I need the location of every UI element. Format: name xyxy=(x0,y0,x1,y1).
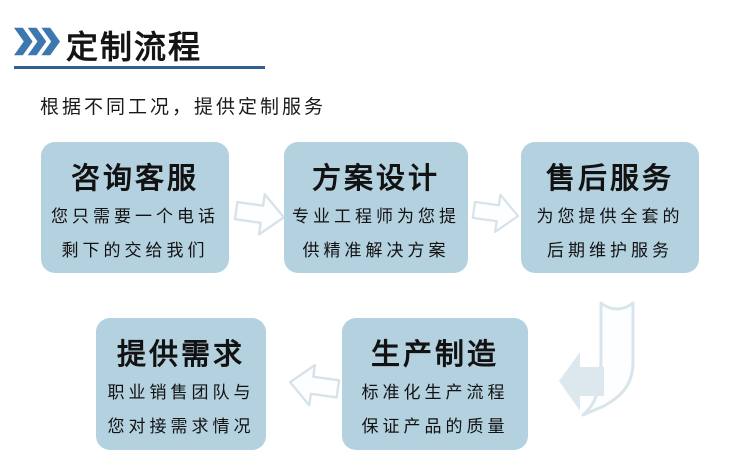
title-underline xyxy=(14,66,265,69)
flow-step-desc-line1: 职业销售团队与 xyxy=(107,383,255,403)
bent-arrow-down-left-icon xyxy=(559,301,635,417)
flow-step-desc-line2: 后期维护服务 xyxy=(547,241,673,261)
arrow-right-icon xyxy=(471,193,520,233)
flow-step-title: 售后服务 xyxy=(545,163,674,195)
flow-step-title: 咨询客服 xyxy=(70,163,199,195)
flow-step-aftersales: 售后服务 为您提供全套的 后期维护服务 xyxy=(521,142,699,273)
flow-step-desc-line1: 您只需要一个电话 xyxy=(51,207,219,227)
flow-step-desc-line2: 您对接需求情况 xyxy=(107,417,255,437)
flow-step-manufacturing: 生产制造 标准化生产流程 保证产品的质量 xyxy=(342,318,528,450)
flow-step-title: 生产制造 xyxy=(370,339,499,371)
flow-step-desc-line1: 为您提供全套的 xyxy=(536,207,684,227)
flow-step-design: 方案设计 专业工程师为您提 供精准解决方案 xyxy=(284,142,468,273)
flow-step-desc-line1: 专业工程师为您提 xyxy=(292,207,460,227)
flow-step-title: 提供需求 xyxy=(116,339,245,371)
flow-step-desc-line2: 剩下的交给我们 xyxy=(61,241,209,261)
triple-chevron-icon xyxy=(14,27,60,56)
flow-step-desc-line1: 标准化生产流程 xyxy=(361,383,509,403)
arrow-right-icon xyxy=(233,193,286,236)
flow-step-consult: 咨询客服 您只需要一个电话 剩下的交给我们 xyxy=(41,142,229,273)
flow-step-title: 方案设计 xyxy=(311,163,440,195)
arrow-left-icon xyxy=(288,363,341,407)
flow-step-requirements: 提供需求 职业销售团队与 您对接需求情况 xyxy=(96,318,266,450)
flow-step-desc-line2: 保证产品的质量 xyxy=(361,417,509,437)
section-subtitle: 根据不同工况，提供定制服务 xyxy=(40,97,327,118)
flow-step-desc-line2: 供精准解决方案 xyxy=(302,241,450,261)
page-title: 定制流程 xyxy=(66,29,203,65)
